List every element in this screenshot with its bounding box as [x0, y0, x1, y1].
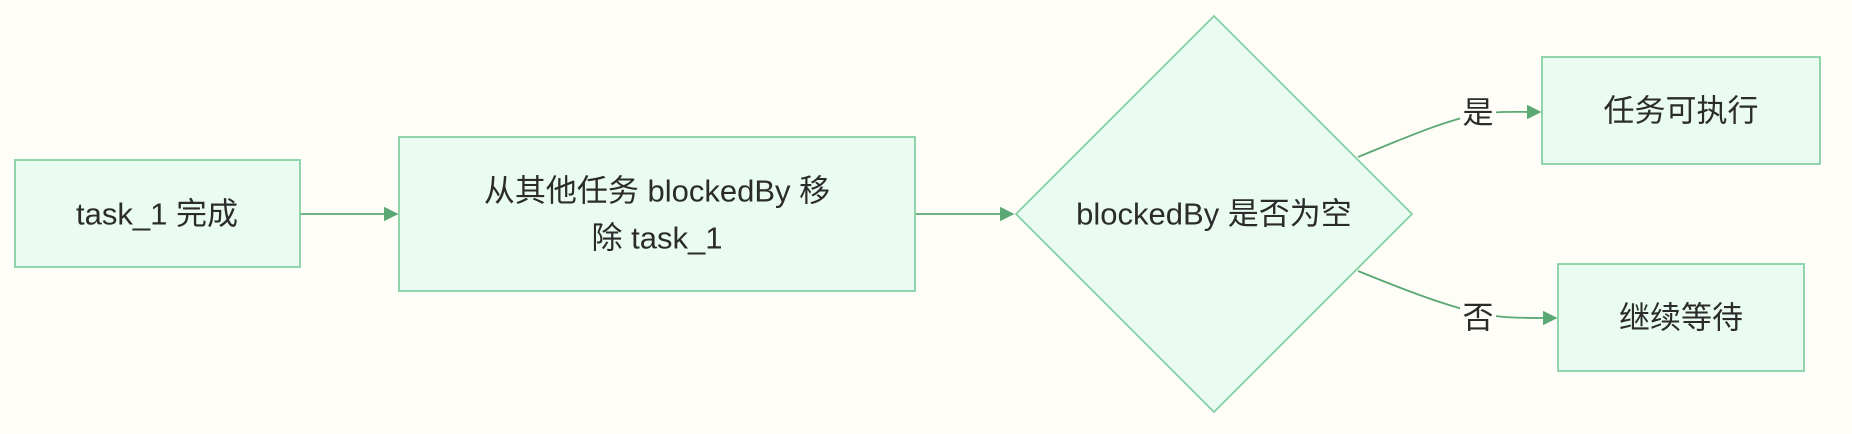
edge-decision-to-executable — [1357, 104, 1542, 158]
node-task-done: task_1 完成 — [14, 159, 301, 268]
node-remove-blocked-label-line1: 从其他任务 blockedBy 移 — [484, 174, 830, 209]
node-remove-blocked-label-line2: 除 task_1 — [592, 221, 723, 256]
node-decision-label: blockedBy 是否为空 — [1076, 197, 1352, 232]
node-task-done-label: task_1 完成 — [76, 197, 238, 232]
edge-label-no: 否 — [1463, 301, 1494, 336]
node-executable-label: 任务可执行 — [1604, 94, 1759, 129]
node-waiting-label: 继续等待 — [1619, 301, 1743, 336]
edge-label-yes: 是 — [1463, 96, 1494, 131]
node-decision: blockedBy 是否为空 — [1014, 14, 1414, 414]
node-executable: 任务可执行 — [1541, 56, 1821, 165]
edge-decision-to-waiting — [1357, 270, 1558, 326]
node-remove-blocked: 从其他任务 blockedBy 移 除 task_1 — [398, 136, 916, 292]
node-waiting: 继续等待 — [1557, 263, 1805, 372]
edge-label-yes-bg — [1460, 94, 1496, 132]
edge-label-no-bg — [1460, 299, 1496, 337]
